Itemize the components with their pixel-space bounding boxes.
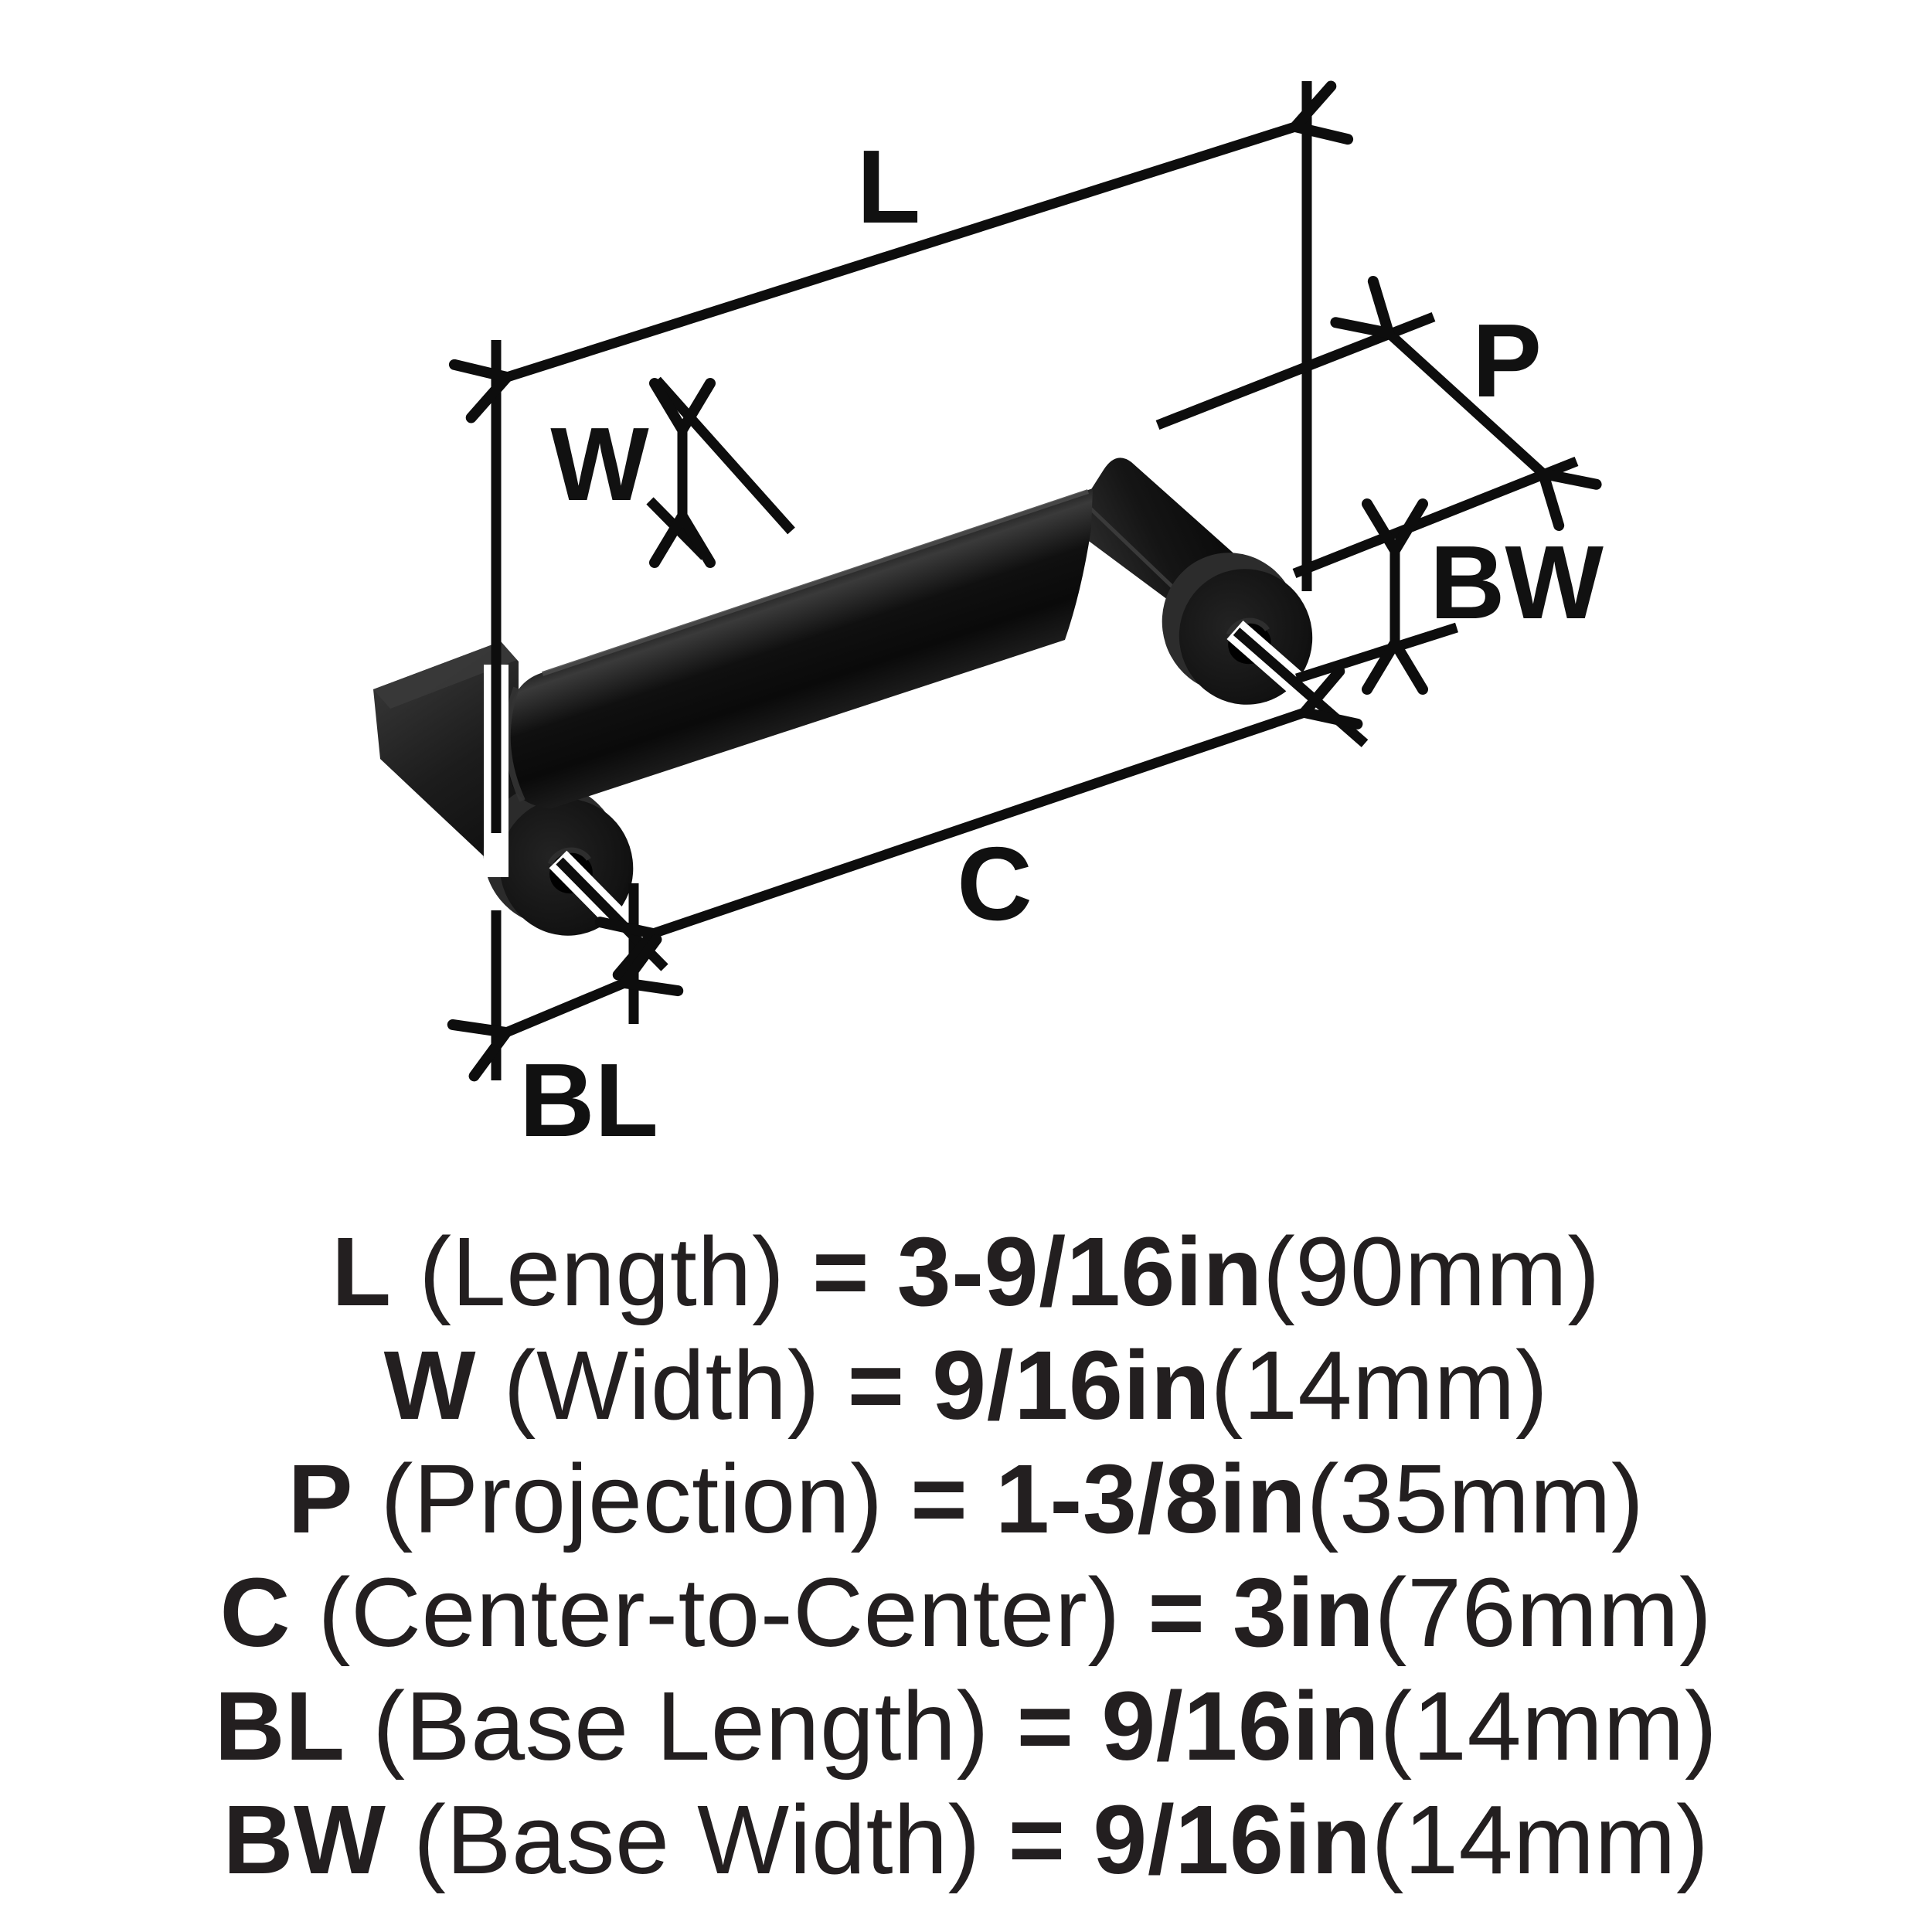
label-length: L bbox=[857, 128, 920, 245]
spec-label: (Base Width) bbox=[413, 1785, 981, 1894]
spec-row-projection: P (Projection) = 1-3/8in(35mm) bbox=[0, 1442, 1932, 1556]
spec-label: (Width) bbox=[503, 1331, 821, 1440]
spec-value: 1-3/8in bbox=[995, 1444, 1307, 1553]
spec-equals: = bbox=[1148, 1558, 1206, 1667]
cabinet-pull-diagram: L W P BW C BL bbox=[373, 0, 1604, 1158]
spec-abbr: P bbox=[287, 1444, 353, 1553]
dimension-labels: L W P BW C BL bbox=[519, 128, 1604, 1158]
spec-row-length: L (Length) = 3-9/16in(90mm) bbox=[0, 1215, 1932, 1328]
spec-abbr: L bbox=[332, 1217, 392, 1326]
spec-metric: (76mm) bbox=[1374, 1558, 1713, 1667]
label-projection: P bbox=[1472, 302, 1542, 419]
spec-equals: = bbox=[847, 1331, 905, 1440]
spec-equals: = bbox=[811, 1217, 870, 1326]
spec-abbr: W bbox=[383, 1331, 477, 1440]
spec-metric: (90mm) bbox=[1262, 1217, 1600, 1326]
l-dimension-line bbox=[507, 127, 1295, 377]
dimension-lines bbox=[496, 81, 1577, 1080]
spec-value: 9/16in bbox=[1101, 1672, 1380, 1781]
label-base-length: BL bbox=[519, 1042, 658, 1158]
spec-value: 3in bbox=[1232, 1558, 1375, 1667]
label-width: W bbox=[550, 406, 649, 522]
right-screw-hole-glint bbox=[1226, 617, 1270, 636]
spec-metric: (14mm) bbox=[1379, 1672, 1718, 1781]
spec-label: (Length) bbox=[419, 1217, 785, 1326]
p-dimension-line bbox=[1389, 333, 1543, 474]
spec-equals: = bbox=[1016, 1672, 1074, 1781]
spec-metric: (14mm) bbox=[1210, 1331, 1549, 1440]
spec-abbr: C bbox=[219, 1558, 291, 1667]
spec-metric: (35mm) bbox=[1306, 1444, 1645, 1553]
spec-label: (Projection) bbox=[380, 1444, 883, 1553]
pull-handle bbox=[373, 457, 1313, 936]
spec-row-base-width: BW (Base Width) = 9/16in(14mm) bbox=[0, 1783, 1932, 1896]
spec-abbr: BW bbox=[223, 1785, 386, 1894]
left-screw-hole-glint bbox=[547, 847, 591, 866]
bar-top-highlight bbox=[542, 489, 1089, 676]
spec-row-center-to-center: C (Center-to-Center) = 3in(76mm) bbox=[0, 1556, 1932, 1669]
spec-label: (Base Length) bbox=[372, 1672, 990, 1781]
dimension-diagram: L W P BW C BL bbox=[373, 0, 1604, 1158]
label-center-to-center: C bbox=[957, 825, 1032, 942]
spec-value: 3-9/16in bbox=[896, 1217, 1263, 1326]
spec-equals: = bbox=[910, 1444, 968, 1553]
spec-value: 9/16in bbox=[932, 1331, 1211, 1440]
label-base-width: BW bbox=[1430, 524, 1604, 641]
spec-label: (Center-to-Center) bbox=[318, 1558, 1121, 1667]
spec-equals: = bbox=[1008, 1785, 1066, 1894]
spec-row-base-length: BL (Base Length) = 9/16in(14mm) bbox=[0, 1669, 1932, 1783]
spec-list: L (Length) = 3-9/16in(90mm) W (Width) = … bbox=[0, 1215, 1932, 1896]
spec-row-width: W (Width) = 9/16in(14mm) bbox=[0, 1328, 1932, 1442]
bl-dimension-arrow bbox=[506, 983, 624, 1032]
bar bbox=[509, 488, 1093, 808]
w-extension-line-upper bbox=[653, 376, 795, 535]
spec-abbr: BL bbox=[214, 1672, 345, 1781]
spec-metric: (14mm) bbox=[1371, 1785, 1709, 1894]
spec-value: 9/16in bbox=[1093, 1785, 1372, 1894]
left-base-plate-top-face bbox=[373, 641, 517, 709]
c-dimension-line bbox=[653, 713, 1304, 934]
